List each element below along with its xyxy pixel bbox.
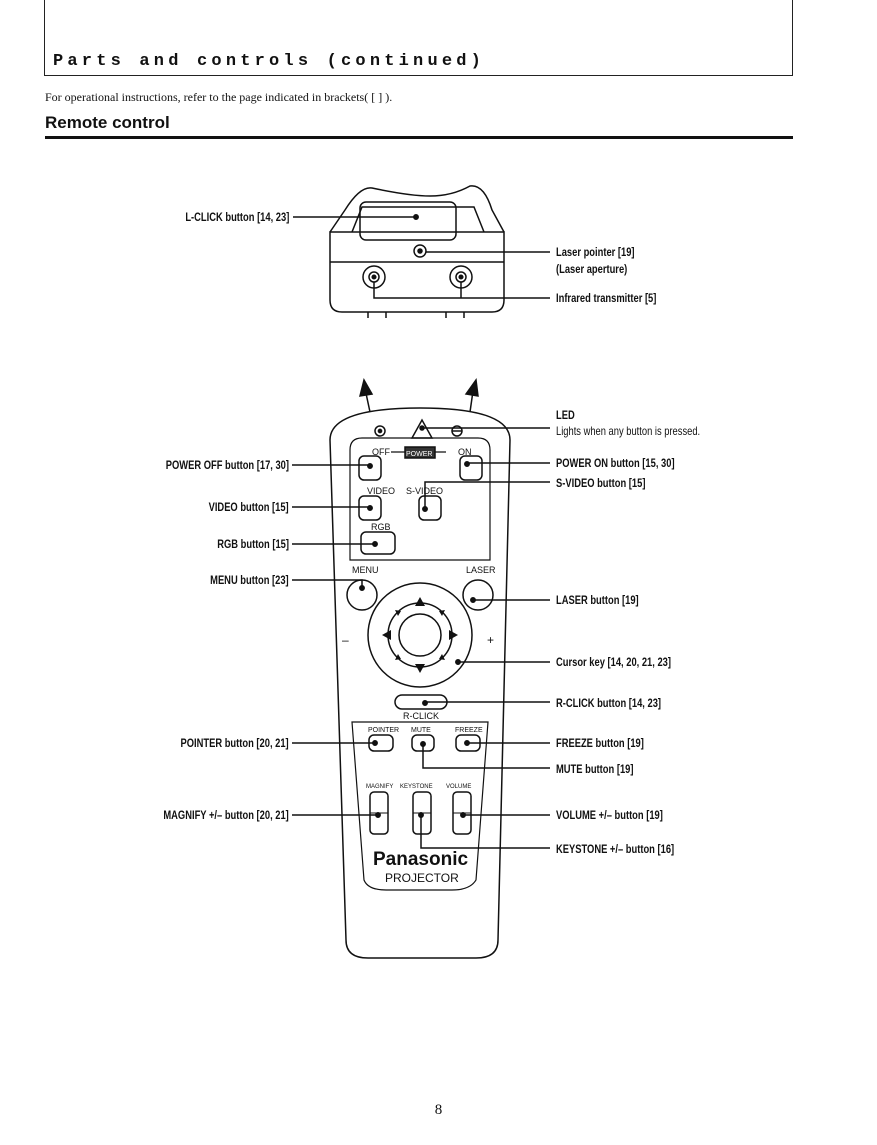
callout-keystone: KEYSTONE +/– button [16] [556,842,675,856]
remote-label-volume: VOLUME [446,784,471,790]
callout-rgb: RGB button [15] [217,537,289,551]
callout-laser-pointer: Laser pointer [19] [556,245,635,259]
page-number: 8 [434,1102,443,1118]
remote-label-svideo: S-VIDEO [406,486,443,496]
callout-svideo: S-VIDEO button [15] [556,476,646,490]
remote-label-keystone: KEYSTONE [400,784,433,790]
remote-label-plus: + [487,633,494,647]
brand-logo: Panasonic [373,849,468,870]
callout-led-desc: Lights when any button is pressed. [556,424,701,438]
callout-cursor: Cursor key [14, 20, 21, 23] [556,655,671,669]
remote-label-pointer: POINTER [368,727,399,734]
callout-volume: VOLUME +/– button [19] [556,808,663,822]
callout-infrared: Infrared transmitter [5] [556,291,657,305]
callout-freeze: FREEZE button [19] [556,736,644,750]
callout-menu: MENU button [23] [210,573,289,587]
remote-label-rclick: R-CLICK [403,711,439,721]
remote-top-view [293,185,550,318]
header-frame [44,0,793,76]
intro-text: For operational instructions, refer to t… [45,90,393,104]
section-title: Remote control [45,113,170,132]
remote-label-magnify: MAGNIFY [366,784,393,790]
callout-laser-aperture: (Laser aperture) [556,262,628,276]
callout-laser: LASER button [19] [556,593,639,607]
callout-pointer: POINTER button [20, 21] [180,736,289,750]
remote-label-laser: LASER [466,565,496,575]
callout-video: VIDEO button [15] [208,500,289,514]
model-name: PROJECTOR [385,871,459,885]
callout-led: LED [556,408,575,422]
remote-label-off: OFF [372,447,390,457]
section-divider [45,136,793,139]
callout-power-on: POWER ON button [15, 30] [556,456,675,470]
callout-lclick: L-CLICK button [14, 23] [185,210,289,224]
callout-mute: MUTE button [19] [556,762,634,776]
remote-label-video: VIDEO [367,486,395,496]
callout-power-off: POWER OFF button [17, 30] [165,458,289,472]
page-title: Parts and controls (continued) [53,52,486,71]
callout-rclick: R-CLICK button [14, 23] [556,696,662,710]
callout-magnify: MAGNIFY +/– button [20, 21] [163,808,289,822]
remote-label-rgb: RGB [371,522,391,532]
remote-front-view [292,378,550,959]
remote-button-labels: OFF ON POWER VIDEO S-VIDEO RGB MENU LASE… [342,447,496,885]
remote-label-minus: – [342,633,349,647]
remote-label-menu: MENU [352,565,379,575]
remote-label-on: ON [458,447,472,457]
remote-label-freeze: FREEZE [455,727,483,734]
remote-label-mute: MUTE [411,727,431,734]
remote-label-power: POWER [406,451,432,458]
